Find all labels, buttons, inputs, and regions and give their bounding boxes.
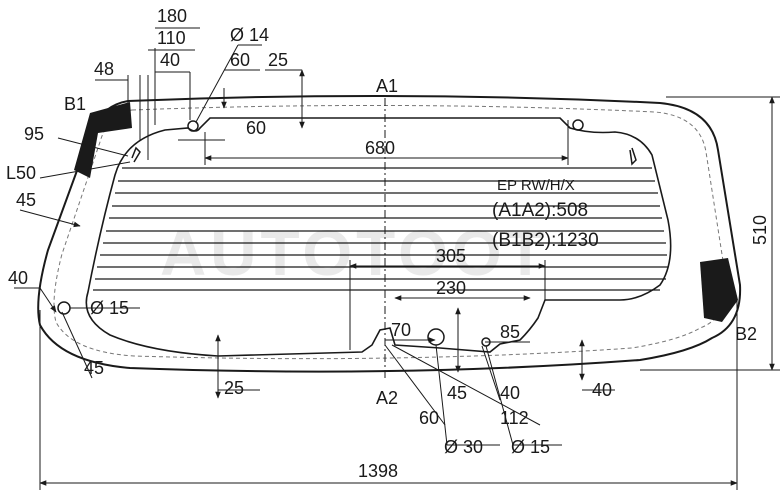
dim-95: 95 xyxy=(24,124,44,144)
dim-112: 112 xyxy=(500,408,529,428)
hole-14 xyxy=(187,120,199,132)
dimension-lines xyxy=(14,27,780,490)
dim-305: 305 xyxy=(436,246,466,266)
dim-45-bottom: 45 xyxy=(447,383,467,403)
dim-60-inner: 60 xyxy=(246,118,266,138)
spec-code: EP RW/H/X xyxy=(497,177,575,194)
inner-dashed-line xyxy=(53,104,727,360)
dim-680: 680 xyxy=(365,138,395,158)
dim-85: 85 xyxy=(500,322,520,342)
dim-48: 48 xyxy=(94,59,114,79)
dim-dia15-left: Ø 15 xyxy=(90,298,129,318)
label-a1: A1 xyxy=(376,76,398,96)
dim-230: 230 xyxy=(436,278,466,298)
dim-180: 180 xyxy=(157,6,187,26)
hole-right-top xyxy=(572,119,584,131)
dim-40-bottom: 40 xyxy=(500,383,520,403)
watermark: AUTOTOOT xyxy=(160,217,549,289)
spec-a1a2: (A1A2):508 xyxy=(492,200,588,221)
dim-45-bottomleft: 45 xyxy=(84,358,104,378)
hole-15-left xyxy=(57,301,71,315)
black-border-right xyxy=(700,258,738,322)
dim-110: 110 xyxy=(157,28,186,48)
heating-area xyxy=(85,117,672,357)
spec-b1b2: (B1B2):1230 xyxy=(492,230,599,251)
dim-60-top: 60 xyxy=(230,50,250,70)
label-a2: A2 xyxy=(376,388,398,408)
dim-25-top: 25 xyxy=(268,50,288,70)
dim-dia15-bottom: Ø 15 xyxy=(511,437,550,457)
dim-45-left: 45 xyxy=(16,190,36,210)
dim-70: 70 xyxy=(391,320,411,340)
dim-510: 510 xyxy=(750,215,770,245)
hole-30 xyxy=(427,328,445,346)
dim-dia14: Ø 14 xyxy=(230,25,269,45)
black-border-left xyxy=(74,102,132,178)
terminal-right xyxy=(629,147,637,166)
dim-40-right: 40 xyxy=(592,380,612,400)
label-b1: B1 xyxy=(64,94,86,114)
label-b2: B2 xyxy=(735,324,757,344)
dim-1398: 1398 xyxy=(358,461,398,481)
heater-lines xyxy=(93,167,668,291)
dim-25-bottom: 25 xyxy=(224,378,244,398)
dim-40-left: 40 xyxy=(8,268,28,288)
dim-60-bottom: 60 xyxy=(419,408,439,428)
dim-dia30: Ø 30 xyxy=(444,437,483,457)
glass-outline xyxy=(37,94,742,373)
terminal-left xyxy=(131,146,141,163)
dim-40-top: 40 xyxy=(160,50,180,70)
dim-l50: L50 xyxy=(6,163,36,183)
